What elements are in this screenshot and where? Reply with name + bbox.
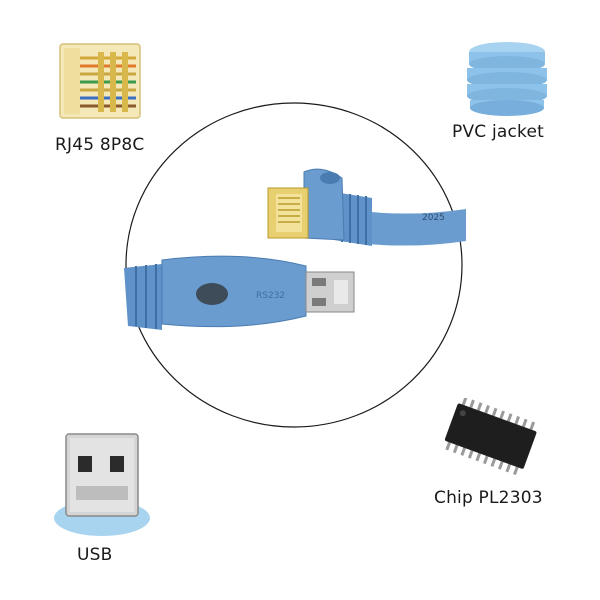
- rj45-label: RJ45 8P8C: [55, 135, 145, 155]
- chip-label: Chip PL2303: [434, 488, 543, 508]
- usb-label: USB: [77, 545, 113, 565]
- pvc-jacket-label: PVC jacket: [452, 122, 545, 142]
- rj45-connector-icon: [59, 43, 141, 119]
- ic-chip-icon: [444, 398, 537, 476]
- cable-print-text: 2025: [422, 213, 445, 223]
- usb-body-text: RS232: [256, 291, 285, 301]
- cable-product-circle: RS232 2025: [124, 102, 466, 428]
- usb-plug-icon: [54, 433, 150, 536]
- pvc-jacket-layers-icon: [467, 42, 547, 116]
